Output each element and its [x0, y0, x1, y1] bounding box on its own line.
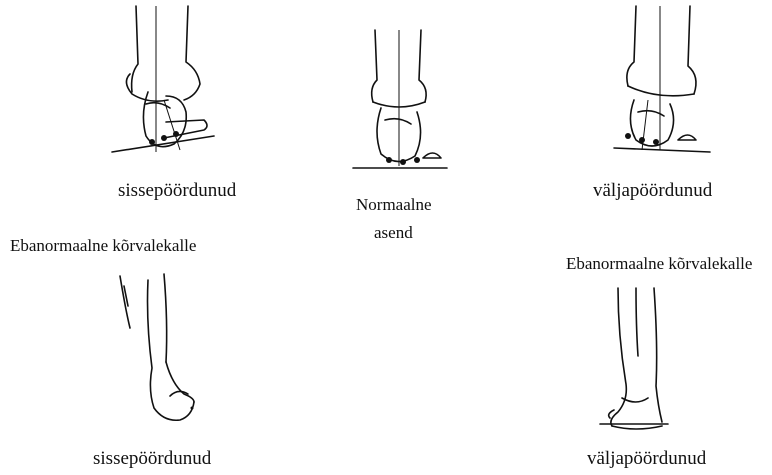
inverted-foot-rear-illustration — [108, 4, 218, 154]
top-left-caption: sissepöördunud — [118, 180, 236, 202]
bottom-right-caption: väljapöördunud — [587, 448, 706, 470]
top-center-caption-line1: Normaalne — [356, 195, 432, 215]
top-right-caption: väljapöördunud — [593, 180, 712, 202]
everted-foot-rear-illustration — [608, 4, 718, 154]
bottom-left-caption: sissepöördunud — [93, 448, 211, 470]
left-section-label: Ebanormaalne kõrvalekalle — [10, 236, 196, 256]
inverted-foot-side-illustration — [118, 272, 218, 432]
top-center-caption-line2: asend — [374, 223, 413, 243]
everted-foot-side-illustration — [596, 286, 706, 438]
normal-foot-rear-illustration — [345, 28, 455, 174]
right-section-label: Ebanormaalne kõrvalekalle — [566, 254, 752, 274]
